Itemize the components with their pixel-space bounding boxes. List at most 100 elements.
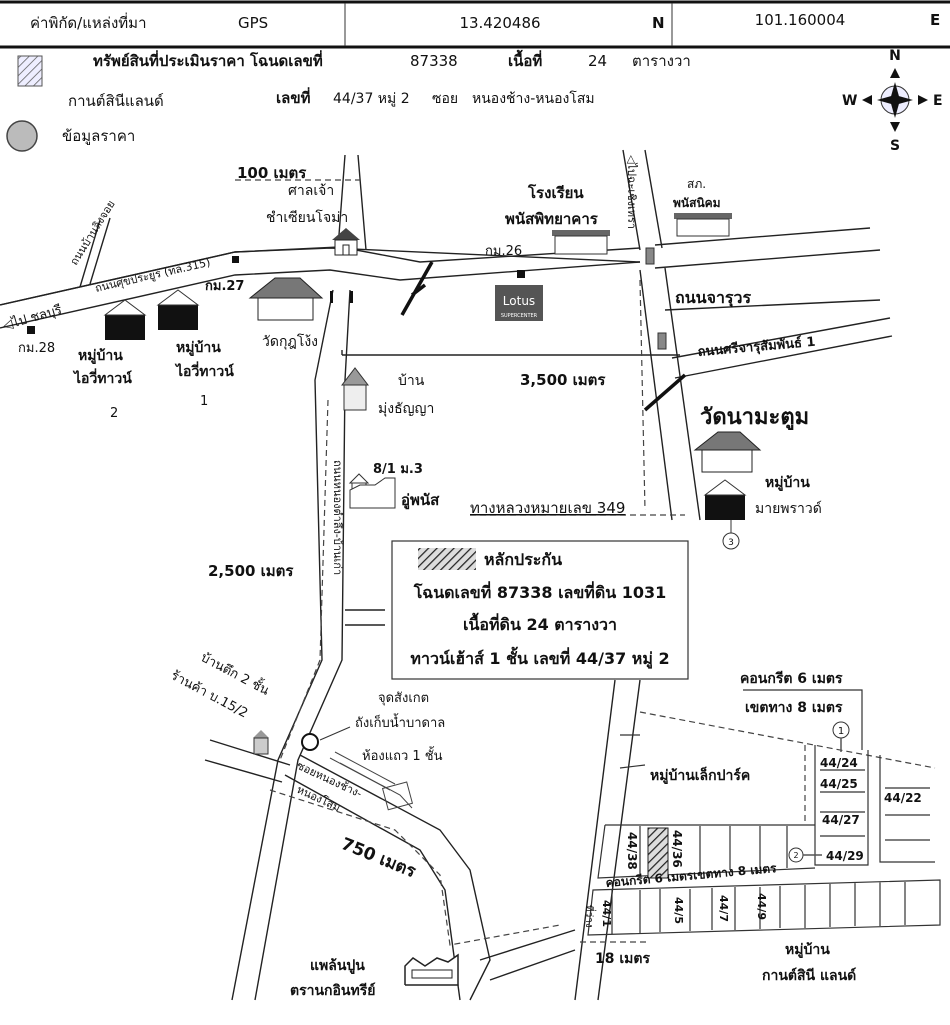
compass-w: W: [842, 93, 857, 109]
road-sri-label: ถนนศรีจารุสัมพันธ์ 1: [697, 334, 816, 360]
dist-750-label: 750 เมตร: [338, 834, 419, 882]
lot-44-38: 44/38: [625, 832, 639, 870]
shrine-label-1: ศาลเจ้า: [288, 183, 334, 199]
price-marker-2-label: 2: [793, 851, 798, 860]
empty-lot-label: ที่ว่าง: [583, 905, 597, 928]
collateral-hatch-icon: [418, 548, 476, 570]
legend-soi-label: ซอย: [432, 91, 458, 107]
lot-44-5: 44/5: [672, 897, 685, 924]
lot-44-36: 44/36: [670, 830, 684, 868]
km27-label: กม.27: [205, 279, 244, 294]
house-mung-label-2: มุ่งธัญญา: [378, 401, 434, 417]
school-label-1: โรงเรียน: [527, 183, 584, 202]
wat-kukong-label: วัดกุฎโง้ง: [262, 333, 318, 350]
compass-n: N: [889, 48, 901, 64]
row-top-label: เขตทาง 8 เมตร: [745, 700, 843, 716]
infobox-title: หลักประกัน: [484, 550, 562, 569]
lot-44-29: 44/29: [826, 849, 864, 863]
lotus-logo: Lotus SUPERCENTER: [495, 285, 543, 321]
water-tank-icon: [301, 733, 319, 751]
concrete-top-label: คอนกรีต 6 เมตร: [740, 671, 843, 687]
traffic-light-icon: [645, 247, 655, 265]
legend-area-unit: ตารางวา: [632, 52, 691, 70]
factory-icon: [349, 477, 396, 509]
price-data-circle-icon: [6, 120, 38, 152]
lotus-logo-text: Lotus: [503, 294, 535, 308]
infobox-line1: โฉนดเลขที่ 87338 เลขที่ดิน 1031: [413, 581, 667, 602]
lot-44-9: 44/9: [755, 893, 768, 920]
temple-icon: [693, 431, 762, 473]
wat-namatoom-label: วัดนามะตูม: [700, 405, 809, 431]
longitude-dir: E: [930, 11, 940, 29]
km27-marker-icon: [232, 256, 239, 263]
coordinate-header: ค่าพิกัด/แหล่งที่มา GPS 13.420486 N 101.…: [0, 0, 950, 49]
cement-plant-label-2: ตรานกอินทรีย์: [290, 982, 375, 999]
lotus-logo-sub: SUPERCENTER: [501, 313, 538, 319]
legend-project: กานต์สินีแลนด์: [68, 92, 164, 110]
police-station-icon: [674, 213, 732, 237]
lot-44-1: 44/1: [600, 900, 613, 927]
village-ivy1-name: ไอวี่ทาวน์: [174, 361, 234, 380]
village-my-label-2: มายพราวด์: [755, 500, 822, 517]
observation-label-1: จุดสังเกต: [378, 691, 429, 706]
lot-44-27: 44/27: [822, 813, 860, 827]
road-sukprayoon-label: ถนนศุขประยูร (ทล.315): [94, 256, 212, 295]
legend-deed-no: 87338: [410, 52, 458, 70]
km28-label: กม.28: [18, 341, 55, 356]
subject-property-lot[interactable]: [647, 827, 669, 879]
house-81-label: 8/1 ม.3: [373, 462, 423, 477]
legend-soi-value: หนองช้าง-หนองโสม: [472, 90, 595, 107]
legend: ทรัพย์สินที่ประเมินราคา โฉนดเลขที่ 87338…: [6, 49, 691, 152]
village-icon: [103, 289, 200, 340]
village-icon: [703, 479, 747, 520]
road-banlongjoi-label: ถนนบ้านลิงจอย: [68, 198, 118, 268]
temple-icon: [248, 277, 324, 321]
infobox-line3: ทาวน์เฮ้าส์ 1 ชั้น เลขที่ 44/37 หมู่ 2: [410, 646, 669, 670]
price-marker-3-label: 3: [728, 538, 734, 548]
price-marker-3[interactable]: [722, 532, 740, 550]
cement-plant-label-1: แพล้นปูน: [310, 958, 365, 974]
compass-s: S: [890, 138, 900, 154]
shrine-label-2: ชำเซียนโจม่า: [266, 209, 348, 226]
collateral-info-box: หลักประกัน โฉนดเลขที่ 87338 เลขที่ดิน 10…: [391, 540, 689, 680]
police-label-1: สภ.: [687, 177, 706, 191]
compass-e: E: [933, 93, 943, 109]
village-kan-label-1: หมู่บ้าน: [785, 942, 830, 958]
lot-44-24: 44/24: [820, 756, 858, 770]
longitude-value: 101.160004: [755, 11, 846, 29]
village-ivy1-label: หมู่บ้าน: [176, 340, 221, 356]
school-building-icon: [552, 230, 610, 255]
observation-label-2: ถังเก็บน้ำบาดาล: [355, 713, 445, 731]
row-house-icon: [329, 751, 414, 811]
village-ivy2-label: หมู่บ้าน: [78, 348, 123, 364]
school-label-2: พนัสพิทยาคาร: [505, 210, 599, 228]
lot-44-7: 44/7: [717, 895, 730, 922]
lot-44-22: 44/22: [884, 791, 922, 805]
village-lek-label: หมู่บ้านเล็กปาร์ค: [650, 766, 750, 784]
village-ivy2-number: 2: [110, 406, 118, 421]
bridge-icon: [330, 291, 333, 303]
highway-349-label: ทางหลวงหมายเลข 349: [470, 499, 625, 517]
dist-100-label: 100 เมตร: [237, 164, 307, 182]
price-marker-1-label: 1: [838, 726, 844, 737]
road-vertical-label: ถนนหนองตำลึง-บ้านเก่า: [331, 460, 344, 575]
village-my-label-1: หมู่บ้าน: [765, 475, 810, 491]
factory-icon: [404, 953, 459, 986]
dist-18-label: 18 เมตร: [595, 951, 650, 967]
police-label-2: พนัสนิคม: [673, 196, 721, 210]
lot-44-25: 44/25: [820, 777, 858, 791]
legend-price-data: ข้อมูลราคา: [62, 127, 135, 145]
village-kan-label-2: กานต์สินี แลนด์: [762, 967, 856, 984]
subject-hatch-icon: [17, 55, 43, 87]
row-house-label: ห้องแถว 1 ชั้น: [362, 746, 443, 764]
village-ivy1-number: 1: [200, 394, 208, 409]
dist-2500-label: 2,500 เมตร: [208, 562, 294, 580]
shop-building-icon: [253, 730, 269, 755]
km26-marker-icon: [517, 270, 525, 278]
road-jaruworn-label: ถนนจารุวร: [675, 288, 752, 308]
legend-address-label: เลขที่: [276, 87, 311, 107]
latitude-dir: N: [652, 14, 665, 32]
coord-label: ค่าพิกัด/แหล่งที่มา: [30, 12, 147, 32]
house-icon: [340, 367, 370, 411]
factory-upanas-label: อู่พนัส: [401, 491, 440, 510]
